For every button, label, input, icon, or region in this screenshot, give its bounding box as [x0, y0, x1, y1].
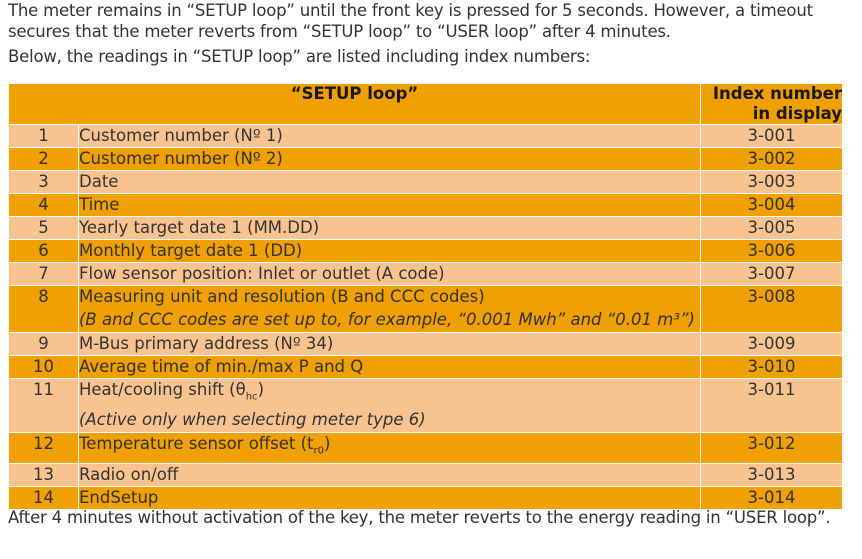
- row-note: (B and CCC codes are set up to, for exam…: [79, 310, 695, 329]
- row-description-subscript: hc: [245, 391, 258, 403]
- row-number: 8: [8, 285, 79, 333]
- setup-loop-table: “SETUP loop” Index number in display 1 C…: [7, 83, 844, 510]
- row-number: 6: [8, 239, 79, 263]
- row-index: 3-013: [700, 462, 844, 487]
- row-index: 3-008: [700, 285, 844, 333]
- row-description: Date: [77, 170, 702, 194]
- table-row: 14 EndSetup 3-014: [8, 485, 844, 510]
- table-row: 7 Flow sensor position: Inlet or outlet …: [8, 262, 844, 286]
- row-number: 12: [8, 432, 79, 464]
- row-number: 11: [8, 377, 79, 434]
- table-row: 1 Customer number (Nº 1) 3-001: [8, 124, 844, 148]
- row-description: Temperature sensor offset (tr0): [77, 432, 702, 464]
- table-row: 12 Temperature sensor offset (tr0) 3-012: [8, 432, 844, 464]
- row-index: 3-011: [700, 377, 844, 434]
- row-description-tail: ): [257, 380, 264, 399]
- row-index: 3-007: [700, 262, 844, 286]
- row-description: Flow sensor position: Inlet or outlet (A…: [77, 262, 702, 286]
- row-description-main: Heat/cooling shift (θ: [79, 380, 246, 399]
- row-description: Average time of min./max P and Q: [77, 355, 702, 379]
- row-description: Heat/cooling shift (θhc): [79, 380, 264, 403]
- row-index: 3-005: [700, 216, 844, 240]
- intro-text: The meter remains in “SETUP loop” until …: [8, 0, 853, 67]
- row-index: 3-012: [700, 432, 844, 464]
- row-index: 3-014: [700, 485, 844, 510]
- table-row: 2 Customer number (Nº 2) 3-002: [8, 147, 844, 171]
- row-number: 1: [8, 124, 79, 148]
- table-row: 10 Average time of min./max P and Q 3-01…: [8, 355, 844, 379]
- row-description: Yearly target date 1 (MM.DD): [77, 216, 702, 240]
- row-number: 5: [8, 216, 79, 240]
- row-description-tail: ): [324, 434, 331, 454]
- row-number: 7: [8, 262, 79, 286]
- row-description: EndSetup: [77, 485, 702, 510]
- row-number: 10: [8, 355, 79, 379]
- row-description-main: Temperature sensor offset (t: [79, 434, 314, 454]
- table-row: 6 Monthly target date 1 (DD) 3-006: [8, 239, 844, 263]
- row-description-cell: Heat/cooling shift (θhc) (Active only wh…: [77, 377, 702, 434]
- row-number: 2: [8, 147, 79, 171]
- row-index: 3-004: [700, 193, 844, 217]
- row-number: 3: [8, 170, 79, 194]
- row-description: Time: [77, 193, 702, 217]
- row-number: 4: [8, 193, 79, 217]
- row-index: 3-001: [700, 124, 844, 148]
- row-index: 3-006: [700, 239, 844, 263]
- table-row: 5 Yearly target date 1 (MM.DD) 3-005: [8, 216, 844, 240]
- row-description: Customer number (Nº 1): [77, 124, 702, 148]
- table-row: 4 Time 3-004: [8, 193, 844, 217]
- row-description-subscript: r0: [313, 445, 325, 457]
- index-number-header: Index number in display: [700, 83, 844, 125]
- row-number: 14: [8, 485, 79, 510]
- intro-paragraph-timeout: The meter remains in “SETUP loop” until …: [8, 1, 813, 41]
- row-description: Radio on/off: [77, 462, 702, 487]
- table-row: 11 Heat/cooling shift (θhc) (Active only…: [8, 377, 844, 434]
- row-description: Customer number (Nº 2): [77, 147, 702, 171]
- row-description: Monthly target date 1 (DD): [77, 239, 702, 263]
- table-row: 9 M-Bus primary address (Nº 34) 3-009: [8, 332, 844, 356]
- table-row: 13 Radio on/off 3-013: [8, 462, 844, 487]
- row-index: 3-003: [700, 170, 844, 194]
- row-index: 3-002: [700, 147, 844, 171]
- row-number: 9: [8, 332, 79, 356]
- row-number: 13: [8, 462, 79, 487]
- row-description-cell: Measuring unit and resolution (B and CCC…: [77, 285, 702, 333]
- outro-text: After 4 minutes without activation of th…: [8, 508, 831, 527]
- table-header-row: “SETUP loop” Index number in display: [7, 83, 844, 125]
- row-description: M-Bus primary address (Nº 34): [77, 332, 702, 356]
- row-note: (Active only when selecting meter type 6…: [79, 410, 426, 430]
- row-description: Measuring unit and resolution (B and CCC…: [79, 287, 485, 306]
- row-index: 3-009: [700, 332, 844, 356]
- table-row: 3 Date 3-003: [8, 170, 844, 194]
- row-index: 3-010: [700, 355, 844, 379]
- table-row: 8 Measuring unit and resolution (B and C…: [8, 285, 844, 333]
- intro-paragraph-listing: Below, the readings in “SETUP loop” are …: [8, 47, 591, 66]
- table-title-header: “SETUP loop”: [7, 83, 702, 125]
